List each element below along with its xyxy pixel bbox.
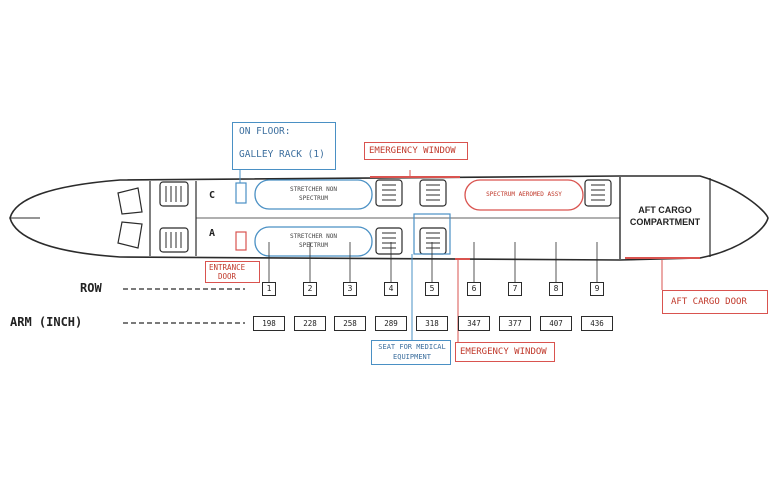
row-number-box: 6: [467, 282, 481, 296]
emergency-window-top-label: EMERGENCY WINDOW: [369, 146, 456, 156]
aft-cargo-label-1: AFT CARGO: [638, 205, 692, 215]
row-number-box: 7: [508, 282, 522, 296]
arm-value-box: 347: [458, 316, 490, 331]
galley-rack-label: GALLEY RACK (1): [239, 149, 325, 160]
aft-cargo-label-2: COMPARTMENT: [629, 217, 701, 227]
seat-medical-label-1: SEAT FOR MEDICAL: [378, 343, 446, 351]
entrance-door-label-1: ENTRANCE: [209, 263, 246, 272]
arm-value-box: 289: [375, 316, 407, 331]
row-markers: [268, 242, 598, 282]
galley-rack-callout: ON FLOOR: GALLEY RACK (1): [232, 122, 336, 170]
emergency-window-top-callout: EMERGENCY WINDOW: [364, 142, 468, 160]
on-floor-label: ON FLOOR:: [239, 126, 291, 137]
arm-value-box: 377: [499, 316, 531, 331]
stretcher-bottom-label-1: STRETCHER NON: [290, 233, 337, 240]
row-number-box: 5: [425, 282, 439, 296]
arm-value-box: 436: [581, 316, 613, 331]
row-number-box: 9: [590, 282, 604, 296]
aft-cargo-door-label: AFT CARGO DOOR: [671, 297, 747, 307]
seat-medical-label-2: EQUIPMENT: [393, 353, 431, 361]
row-number-box: 8: [549, 282, 563, 296]
row-number-box: 2: [303, 282, 317, 296]
entrance-door-callout: ENTRANCE DOOR: [205, 261, 260, 283]
emergency-window-bottom-callout: EMERGENCY WINDOW: [455, 342, 555, 362]
seat-medical-equipment-callout: SEAT FOR MEDICAL EQUIPMENT: [371, 340, 451, 365]
row-label: ROW: [80, 281, 102, 295]
aft-cargo-door-callout: AFT CARGO DOOR: [662, 290, 768, 314]
arm-value-box: 258: [334, 316, 366, 331]
stretcher-top-label-2: SPECTRUM: [299, 195, 328, 202]
stretcher-bottom-label-2: SPECTRUM: [299, 242, 328, 249]
arm-value-box: 198: [253, 316, 285, 331]
arm-value-box: 318: [416, 316, 448, 331]
arm-value-box: 407: [540, 316, 572, 331]
entrance-door-label-2: DOOR: [218, 272, 237, 281]
row-number-box: 3: [343, 282, 357, 296]
emergency-window-bottom-label: EMERGENCY WINDOW: [460, 347, 547, 357]
seat-a-label: A: [209, 228, 216, 239]
spectrum-assy-label: SPECTRUM AEROMED ASSY: [486, 191, 562, 198]
stretcher-top-label-1: STRETCHER NON: [290, 186, 337, 193]
seat-c-label: C: [209, 190, 216, 201]
arm-label: ARM (INCH): [10, 315, 83, 329]
row-number-box: 4: [384, 282, 398, 296]
arm-value-box: 228: [294, 316, 326, 331]
row-number-box: 1: [262, 282, 276, 296]
